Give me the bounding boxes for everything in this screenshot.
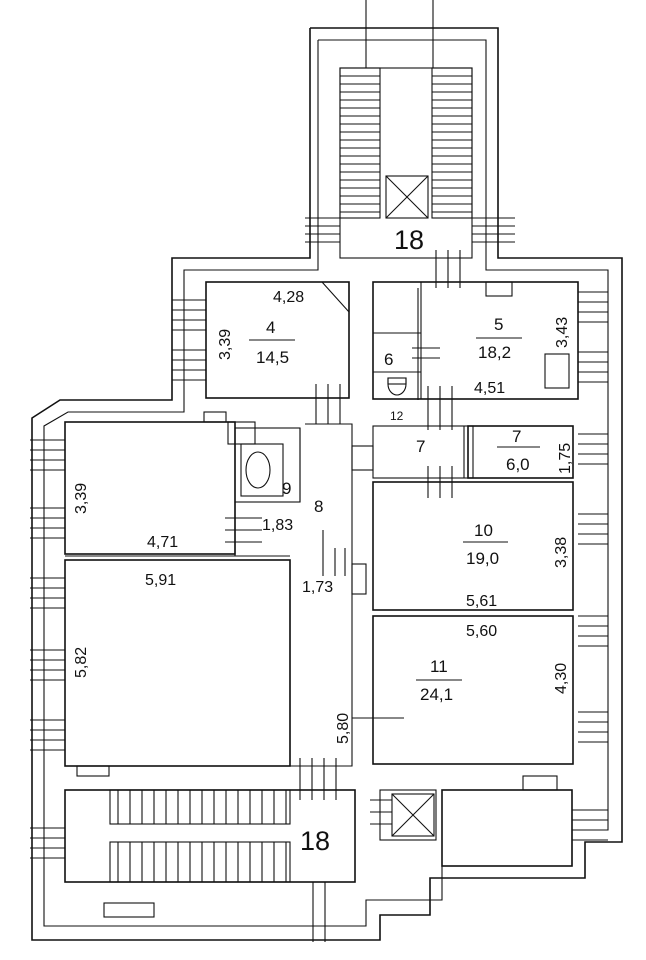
room-4-dim-side: 3,39 (217, 329, 234, 360)
room-bottom-right (441, 775, 573, 867)
room-4-number: 4 (266, 318, 275, 337)
window-room10-right (578, 513, 608, 545)
room-6-number: 6 (384, 350, 393, 369)
room-9-number: 9 (282, 479, 291, 498)
room-left-upper-dim-side: 3,39 (73, 483, 90, 514)
room-11-dim-side: 4,30 (553, 663, 570, 694)
outer-walls (31, 27, 623, 941)
room-11 (352, 615, 574, 765)
room-4-dim-top: 4,28 (273, 289, 304, 306)
room-11-number: 11 (430, 657, 448, 676)
room-4 (205, 281, 350, 399)
toilet-icon (387, 377, 407, 396)
room-10-dim-bottom: 5,61 (466, 593, 497, 610)
corridor-7-number: 7 (416, 437, 425, 456)
room-5-dim-bottom: 4,51 (474, 380, 505, 397)
room-7-small-dim-side: 1,75 (557, 443, 574, 474)
corridor-7 (351, 425, 474, 479)
room-left-upper (64, 411, 256, 555)
window-room7-right (578, 433, 608, 465)
window-room11-right (578, 615, 608, 743)
room-left-lower-dim-top: 5,91 (145, 572, 176, 589)
room-8-dim-a: 1,83 (262, 517, 293, 534)
room-8-number: 8 (314, 497, 323, 516)
room-12-number: 12 (390, 409, 404, 423)
room-5 (372, 281, 579, 400)
door-ticks-mid (315, 384, 453, 430)
elevator-bottom (370, 789, 437, 841)
top-staircase (305, 0, 515, 259)
room-left-upper-dim-bottom: 4,71 (147, 534, 178, 551)
room-5-dim-side: 3,43 (554, 317, 571, 348)
stair-top-label: 18 (394, 225, 424, 255)
room-7-small-area: 6,0 (506, 455, 530, 474)
room-left-lower (64, 555, 291, 777)
room-10-area: 19,0 (466, 549, 499, 568)
window-room4-left (172, 299, 206, 381)
room-5-number: 5 (494, 315, 503, 334)
room-7-small (463, 425, 574, 479)
room-10-dim-side: 3,38 (553, 537, 570, 568)
bottom-staircase (64, 789, 356, 942)
room-7-small-number: 7 (512, 427, 521, 446)
window-room5-right (578, 291, 608, 383)
room-11-area: 24,1 (420, 685, 453, 704)
room-11-dim-top: 5,60 (466, 623, 497, 640)
door-ticks-bottom (299, 758, 337, 800)
room-5-area: 18,2 (478, 343, 511, 362)
room-9 (234, 427, 301, 503)
room-8-dim-b: 1,73 (302, 579, 333, 596)
room-8-dim-c: 5,80 (335, 713, 352, 744)
room-10-number: 10 (474, 521, 493, 540)
room-10 (372, 481, 574, 611)
window-left-wall (30, 439, 65, 859)
window-bottom-right (572, 809, 608, 841)
room-4-area: 14,5 (256, 348, 289, 367)
stair-bottom-label: 18 (300, 826, 330, 856)
room-left-lower-dim-side: 5,82 (73, 647, 90, 678)
